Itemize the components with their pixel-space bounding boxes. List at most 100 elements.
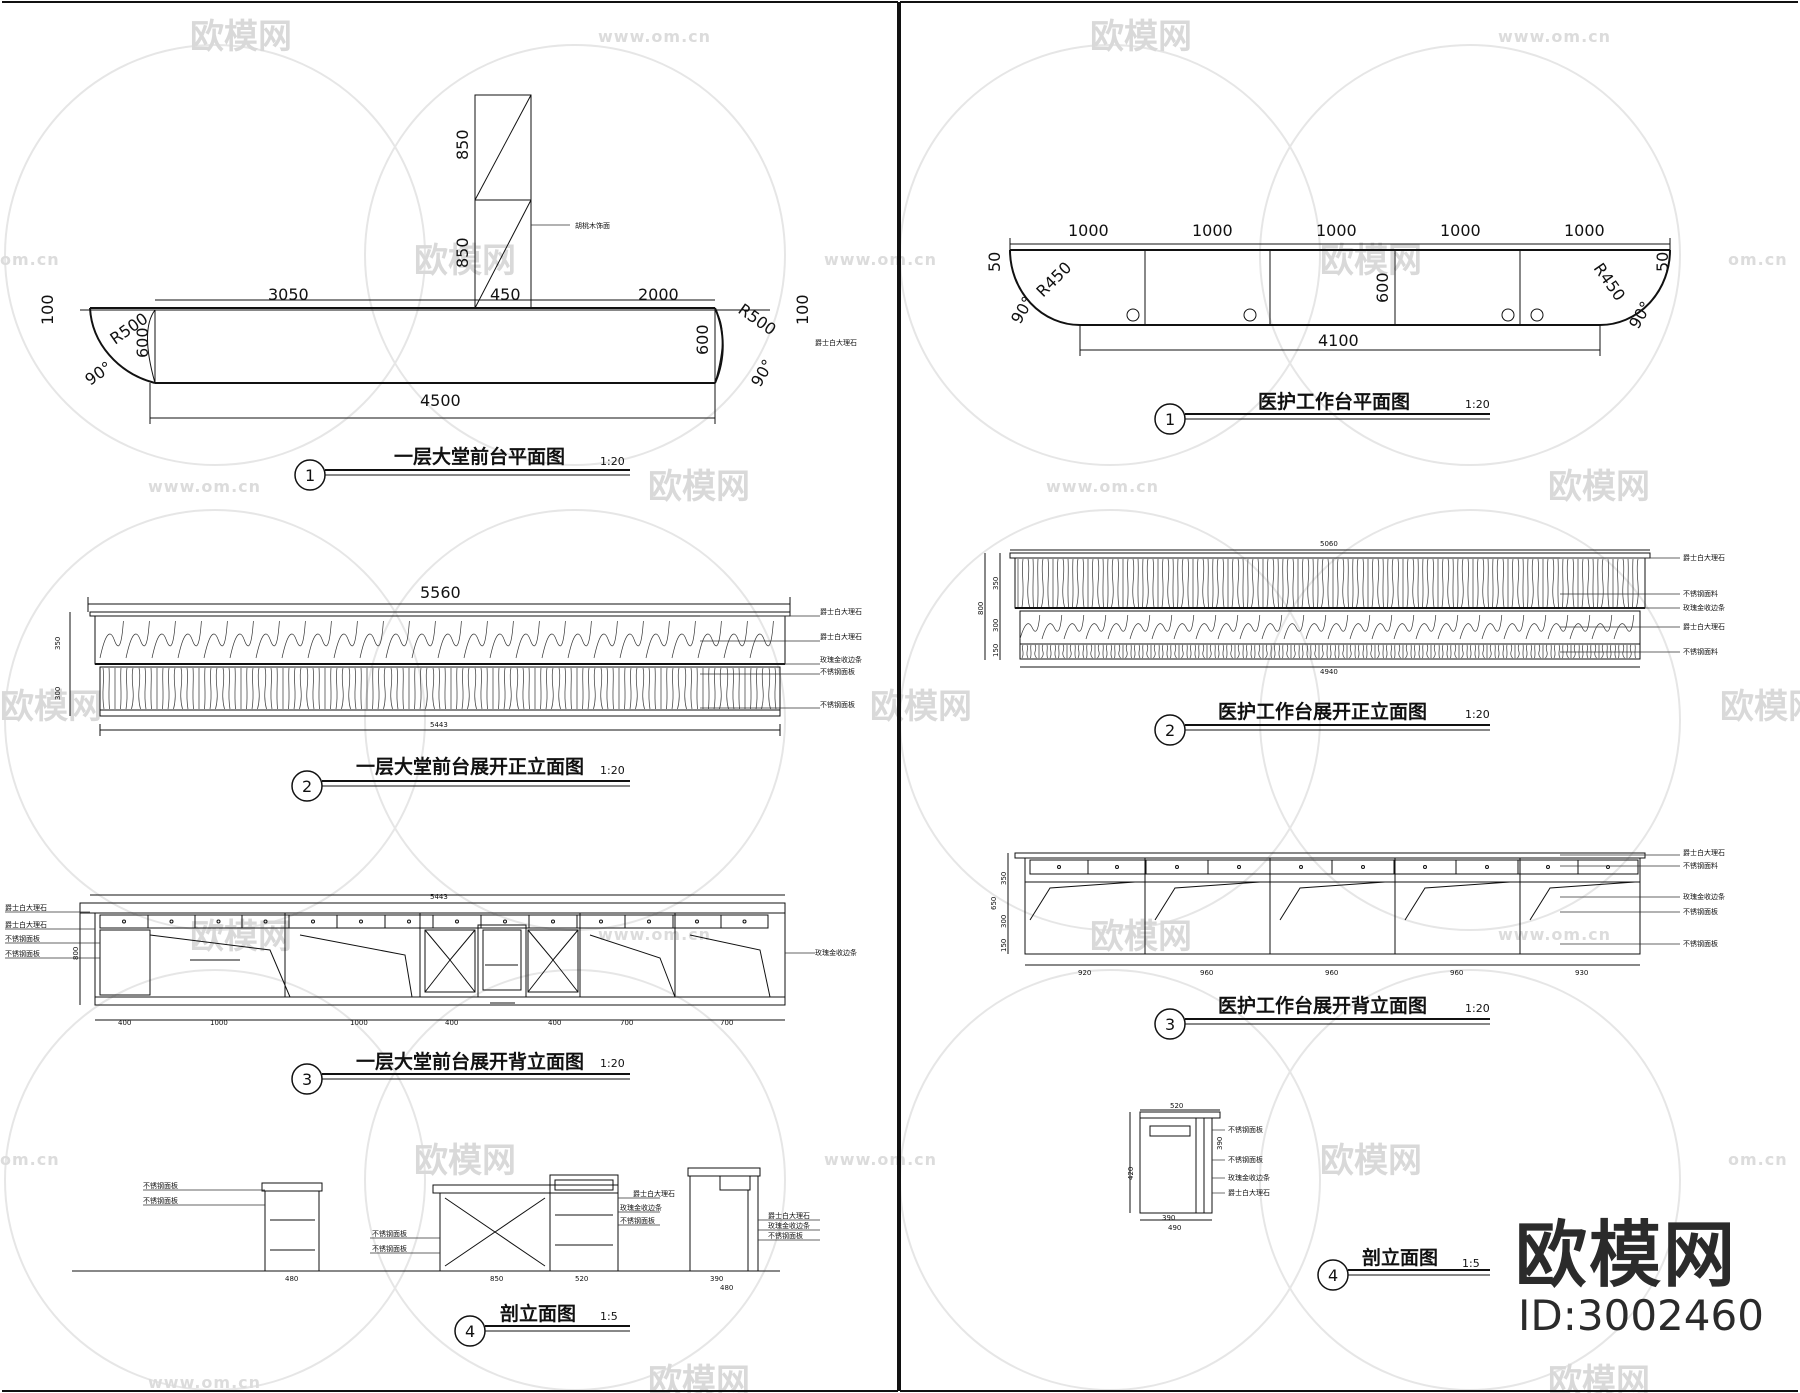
wood-grain [1342, 558, 1345, 608]
wood-grain [1177, 558, 1179, 608]
drawer-front [288, 914, 338, 929]
wood-grain [1273, 644, 1276, 659]
plan-leg [474, 94, 570, 309]
wood-grain [1450, 644, 1452, 659]
wood-grain [1217, 644, 1220, 659]
wood-grain [1265, 644, 1268, 659]
drawer-front [1455, 859, 1519, 875]
wood-grain [654, 667, 656, 710]
wood-grain [1586, 644, 1589, 659]
wood-grain [1306, 644, 1309, 659]
radius-r500-right: R500 [735, 300, 780, 339]
label-stainless-panel: 不锈钢面板 [1228, 1155, 1263, 1164]
watermark-url: om.cn [0, 1150, 60, 1169]
wood-grain [1189, 644, 1192, 659]
wood-grain [1161, 644, 1164, 659]
wood-grain [1461, 558, 1464, 608]
wood-grain [1237, 558, 1240, 608]
marble-vein [1217, 614, 1239, 640]
dim-350: 350 [1000, 872, 1008, 885]
wood-grain [1553, 644, 1556, 659]
wood-grain [1317, 558, 1319, 608]
dim-2000: 2000 [638, 285, 679, 304]
dim-600-right: 600 [693, 324, 712, 355]
wood-grain [1627, 558, 1629, 608]
marble-vein [1305, 614, 1327, 640]
wood-grain [1438, 644, 1440, 659]
wood-grain [180, 667, 183, 710]
dim-390-v: 390 [1216, 1137, 1224, 1150]
dim-1000: 1000 [1316, 221, 1357, 240]
drawer-knob [359, 919, 363, 924]
marble-vein [151, 620, 176, 659]
wood-grain [624, 667, 626, 710]
wood-grain [1314, 644, 1317, 659]
wood-grain [1397, 558, 1400, 608]
back-bottom-dims: 920 960 960 960 930 [1078, 969, 1588, 977]
marble-vein [1107, 614, 1129, 640]
drawer-knob [169, 919, 174, 924]
wood-grain [1222, 644, 1225, 659]
dim-480: 480 [720, 1284, 733, 1292]
drawer-knob [551, 919, 555, 924]
wood-grain [1634, 644, 1636, 659]
label-stainless-panel: 不锈钢面板 [820, 667, 855, 676]
wood-grain [1629, 644, 1632, 659]
wood-grain [377, 667, 380, 710]
wood-grain [1432, 558, 1435, 608]
watermark-brand: 欧模网 [1720, 687, 1800, 727]
wood-grain [551, 667, 554, 710]
wood-grain [1387, 558, 1389, 608]
wood-grain [713, 667, 716, 710]
brand-logo-text: 欧模网 [1515, 1213, 1737, 1297]
wood-grain [1447, 558, 1450, 608]
wood-grain [1125, 644, 1128, 659]
wood-grain [318, 667, 320, 710]
upper-grain-pattern [1017, 558, 1639, 608]
wood-grain [144, 667, 147, 710]
watermark-url: www.om.cn [1046, 477, 1159, 496]
back-cabinet-shapes [99, 913, 771, 1004]
wood-grain [209, 667, 212, 710]
wood-grain [1517, 644, 1520, 659]
wood-grain [1607, 558, 1610, 608]
section-b: 不锈钢面板 不锈钢面板 爵士白大理石 玫瑰金收边条 不锈钢面板 850 520 [370, 1174, 675, 1283]
marble-vein [1063, 614, 1085, 640]
wood-grain [204, 667, 206, 710]
wood-grain [768, 667, 771, 710]
wood-grain [467, 667, 470, 710]
drawer-knob [695, 919, 699, 924]
label-stainless-panel: 不锈钢面板 [1683, 939, 1718, 948]
dim-150: 150 [992, 644, 1000, 657]
wood-grain [383, 667, 386, 710]
label-rose-gold-trim: 玫瑰金收边条 [815, 948, 857, 957]
wood-grain [402, 667, 404, 710]
wood-grain [1482, 644, 1485, 659]
upper-wave-pattern [99, 620, 774, 659]
wood-grain [1247, 558, 1249, 608]
wood-grain [1461, 644, 1464, 659]
wood-grain [1371, 558, 1374, 608]
label-marble: 爵士白大理石 [1683, 848, 1725, 857]
wood-grain [1069, 644, 1072, 659]
wood-grain [1102, 558, 1104, 608]
dim-5443: 5443 [430, 893, 448, 901]
wood-grain [480, 667, 483, 710]
wood-grain [648, 667, 651, 710]
marble-vein [645, 620, 670, 659]
marble-vein [1437, 614, 1459, 640]
wood-grain [1282, 558, 1284, 608]
marble-vein [125, 620, 150, 659]
dim-1000: 1000 [210, 1019, 228, 1027]
dim-150: 150 [1000, 939, 1008, 952]
back-title-block: 3 医护工作台展开背立面图 1:20 [1154, 994, 1490, 1040]
wood-grain [1196, 558, 1199, 608]
wood-grain [1118, 644, 1121, 659]
wood-grain [1391, 558, 1394, 608]
wood-grain [1076, 558, 1079, 608]
wood-grain [516, 667, 519, 710]
wood-grain [1032, 558, 1034, 608]
watermark-url: www.om.cn [1498, 925, 1611, 944]
wood-grain [677, 667, 680, 710]
dim-850-lower: 850 [453, 237, 472, 268]
